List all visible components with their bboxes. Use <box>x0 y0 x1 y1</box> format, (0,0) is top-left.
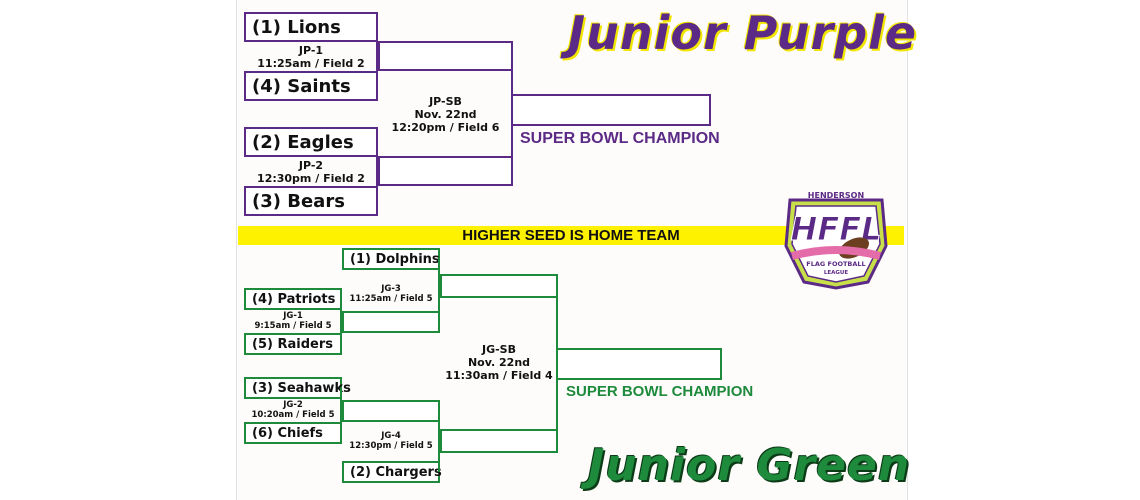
game-jg3-id: JG-3 <box>381 284 401 294</box>
game-jg1-time: 9:15am / Field 5 <box>254 321 332 332</box>
purple-connector <box>376 142 378 202</box>
banner-text: HIGHER SEED IS HOME TEAM <box>462 227 680 244</box>
team-lions: (1) Lions <box>244 12 378 42</box>
team-chargers: (2) Chargers <box>342 461 442 483</box>
game-jpsb-time: 12:20pm / Field 6 <box>391 121 500 135</box>
game-jpsb-id: JP-SB <box>429 95 462 108</box>
team-patriots: (4) Patriots <box>244 288 342 310</box>
game-jp1-time: 11:25am / Field 2 <box>257 57 365 71</box>
team-saints: (4) Saints <box>244 71 378 101</box>
winner-slot-jg4 <box>440 429 558 453</box>
champion-slot-purple <box>511 94 711 126</box>
game-jpsb-date: Nov. 22nd <box>414 108 477 122</box>
game-jg3-time: 11:25am / Field 5 <box>349 294 433 305</box>
game-jgsb-time: 11:30am / Field 4 <box>445 369 553 383</box>
game-jg2-id: JG-2 <box>283 400 303 410</box>
game-jg1-id: JG-1 <box>283 311 303 321</box>
logo-ribbon-text: FLAG FOOTBALL <box>806 260 865 268</box>
game-jp2-info: JP-2 12:30pm / Field 2 <box>244 159 378 185</box>
team-raiders: (5) Raiders <box>244 333 342 355</box>
purple-champion-label: SUPER BOWL CHAMPION <box>520 130 720 147</box>
game-jg4-id: JG-4 <box>381 431 401 441</box>
game-jpsb-info: JP-SB Nov. 22nd 12:20pm / Field 6 <box>378 95 513 135</box>
team-dolphins: (1) Dolphins <box>342 248 440 270</box>
game-jg2-time: 10:20am / Field 5 <box>251 410 335 421</box>
green-connector <box>340 388 342 433</box>
game-jg3-info: JG-3 11:25am / Field 5 <box>342 284 440 304</box>
home-team-banner: HIGHER SEED IS HOME TEAM <box>238 226 904 245</box>
game-jp1-id: JP-1 <box>298 44 324 57</box>
game-jgsb-info: JG-SB Nov. 22nd 11:30am / Field 4 <box>440 343 558 383</box>
green-connector <box>340 299 342 344</box>
game-jgsb-date: Nov. 22nd <box>467 356 531 370</box>
game-jp1-info: JP-1 11:25am / Field 2 <box>244 44 378 70</box>
green-connector <box>438 259 440 322</box>
winner-slot-jg2 <box>342 400 440 422</box>
junior-green-title: Junior Green <box>588 440 911 491</box>
winner-slot-jg3 <box>440 274 558 298</box>
green-champion-label: SUPER BOWL CHAMPION <box>566 383 754 400</box>
game-jp2-id: JP-2 <box>298 159 324 172</box>
game-jg1-info: JG-1 9:15am / Field 5 <box>244 311 342 331</box>
green-connector <box>438 411 440 472</box>
purple-connector <box>376 27 378 87</box>
logo-henderson-text: HENDERSON <box>808 191 864 200</box>
team-eagles: (2) Eagles <box>244 127 378 157</box>
game-jg4-time: 12:30pm / Field 5 <box>349 441 433 452</box>
winner-slot-jp1 <box>378 41 513 71</box>
logo-league-text: LEAGUE <box>824 270 848 276</box>
winner-slot-jg1 <box>342 311 440 333</box>
junior-purple-title: Junior Purple <box>568 6 918 60</box>
hffl-logo: HENDERSON HFFL FLAG FOOTBALL LEAGUE <box>784 191 888 290</box>
team-chiefs: (6) Chiefs <box>244 422 342 444</box>
champion-slot-green <box>556 348 722 380</box>
game-jg4-info: JG-4 12:30pm / Field 5 <box>342 431 440 451</box>
team-bears: (3) Bears <box>244 186 378 216</box>
game-jg2-info: JG-2 10:20am / Field 5 <box>244 400 342 420</box>
team-seahawks: (3) Seahawks <box>244 377 351 399</box>
game-jp2-time: 12:30pm / Field 2 <box>257 172 365 186</box>
winner-slot-jp2 <box>378 156 513 186</box>
game-jgsb-id: JG-SB <box>482 343 516 356</box>
